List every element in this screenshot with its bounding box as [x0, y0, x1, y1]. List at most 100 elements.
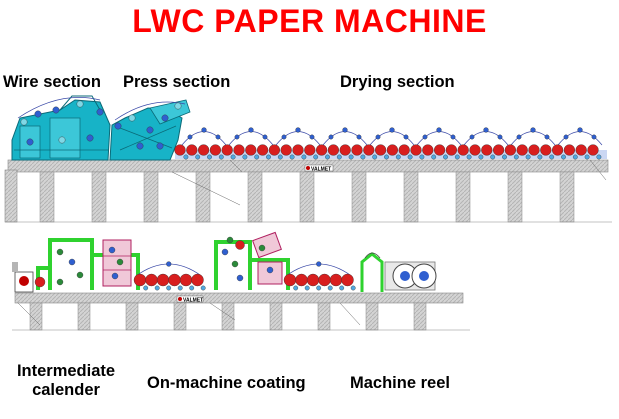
wire-press-roll: [34, 110, 42, 118]
dryer-bottom-roll: [183, 154, 189, 160]
top-pillar: [403, 171, 419, 223]
dryer-felt-roll: [497, 134, 503, 140]
dryer-cylinder: [268, 144, 281, 156]
dryer-felt-roll: [436, 127, 442, 133]
dryer-bottom-roll: [419, 154, 425, 160]
dryer-cylinder: [316, 144, 328, 156]
bottom-dryer-cylinder: [283, 273, 297, 287]
dryer-cylinder: [434, 144, 446, 156]
wire-press-roll: [128, 114, 136, 122]
top-pillar: [195, 171, 211, 223]
dryer-cylinder: [292, 144, 304, 156]
dryer-bottom-roll: [195, 154, 201, 160]
bottom-dryer-cylinder: [295, 273, 308, 287]
label-on-machine-coating: On-machine coating: [147, 374, 306, 392]
dryer-bottom-roll: [360, 154, 366, 160]
wire-section-frame: [11, 95, 111, 161]
dryer-bottom-roll: [537, 154, 543, 160]
wire-press-roll: [146, 126, 154, 134]
wire-press-roll: [52, 106, 60, 114]
label-press-section: Press section: [123, 73, 231, 91]
dryer-cylinder: [304, 144, 316, 156]
dryer-felt-roll: [483, 127, 489, 133]
top-pillar: [247, 171, 263, 223]
top-pillar: [143, 171, 159, 223]
dryer-felt-roll: [248, 127, 254, 133]
dryer-cylinders-top: [174, 144, 599, 156]
dryer-cylinder: [540, 144, 552, 156]
dryer-cylinder: [410, 144, 422, 156]
calender-coating-roll: [116, 258, 124, 266]
dryer-felt-roll: [422, 134, 428, 140]
dryer-cylinder: [339, 144, 351, 156]
dryer-cylinder: [493, 144, 505, 156]
bottom-felt-roll: [166, 261, 172, 267]
dryer-bottom-roll: [454, 154, 460, 160]
dryer-bottom-roll: [218, 154, 224, 160]
dryer-bottom-roll: [525, 154, 531, 160]
bottom-felt-roll: [200, 285, 206, 291]
dryer-bottom-roll: [513, 154, 519, 160]
top-pillar: [299, 171, 315, 223]
wire-press-rolls: [20, 100, 182, 150]
bottom-felt-roll: [293, 285, 299, 291]
dryer-bottom-roll: [466, 154, 472, 160]
dryer-cylinder: [198, 144, 210, 156]
wire-press-roll: [161, 114, 169, 122]
dryer-felt-roll: [450, 134, 456, 140]
dryer-cylinder: [445, 144, 458, 156]
top-pillar: [91, 171, 107, 223]
dryer-bottom-roll: [431, 154, 437, 160]
dryer-cylinder: [422, 144, 434, 156]
bottom-felt-roll: [350, 285, 356, 291]
valmet-plate-bottom-text: VALMET: [183, 298, 203, 304]
wire-press-roll: [86, 134, 94, 142]
bottom-dryer-cylinder: [306, 273, 320, 287]
calender-coating-roll: [221, 248, 229, 256]
label-machine-reel: Machine reel: [350, 374, 450, 392]
dryer-cylinder: [386, 144, 399, 156]
bottom-pillar: [317, 302, 331, 331]
dryer-cylinder: [551, 144, 564, 156]
dryer-bottom-roll: [443, 154, 448, 160]
calender-coating-roll: [226, 236, 234, 244]
dryer-felt-roll: [544, 134, 550, 140]
top-pillar: [455, 171, 471, 223]
bottom-machine-line: VALMET: [12, 231, 470, 331]
dryer-cylinder: [469, 144, 481, 156]
dryer-felt-roll: [281, 134, 287, 140]
dryer-felt-roll: [469, 134, 475, 140]
dryer-felt-roll: [389, 127, 395, 133]
wire-press-roll: [156, 142, 164, 150]
calender-coating-roll: [76, 271, 84, 279]
dryer-felt-roll: [356, 134, 362, 140]
bottom-left-stand: [12, 262, 34, 293]
label-intermediate-calender-line1: Intermediate: [16, 362, 116, 380]
dryer-cylinder: [398, 144, 410, 156]
label-intermediate-calender: Intermediate calender: [5, 362, 127, 400]
dryer-bottom-roll: [478, 154, 484, 160]
top-floor-pillars: [39, 171, 575, 223]
dryer-felt-loops: [181, 131, 603, 146]
bottom-dryer-cylinder: [168, 273, 181, 287]
bottom-felt-roll: [166, 285, 172, 291]
dryer-bottom-roll: [384, 154, 389, 160]
dryer-felt-roll: [309, 134, 315, 140]
calender-coating-roll: [231, 260, 239, 268]
calender-coating-roll: [68, 258, 76, 266]
dryer-bottom-roll: [242, 154, 248, 160]
bottom-dryer-cylinders: [34, 240, 354, 288]
wire-press-roll: [58, 136, 66, 144]
coating-roll-red: [235, 240, 245, 250]
dryer-cylinder: [209, 144, 222, 156]
dryer-bottom-roll: [336, 154, 342, 160]
calender-coating-roll: [56, 248, 64, 256]
bottom-dryer-cylinder: [156, 273, 170, 287]
dryer-cylinder: [327, 144, 340, 156]
calender-coating-roll: [266, 266, 274, 274]
dryer-bottom-roll: [277, 154, 283, 160]
dryer-bottom-roll: [266, 154, 271, 160]
wire-press-roll: [114, 122, 122, 130]
dryer-felt-roll: [295, 127, 301, 133]
